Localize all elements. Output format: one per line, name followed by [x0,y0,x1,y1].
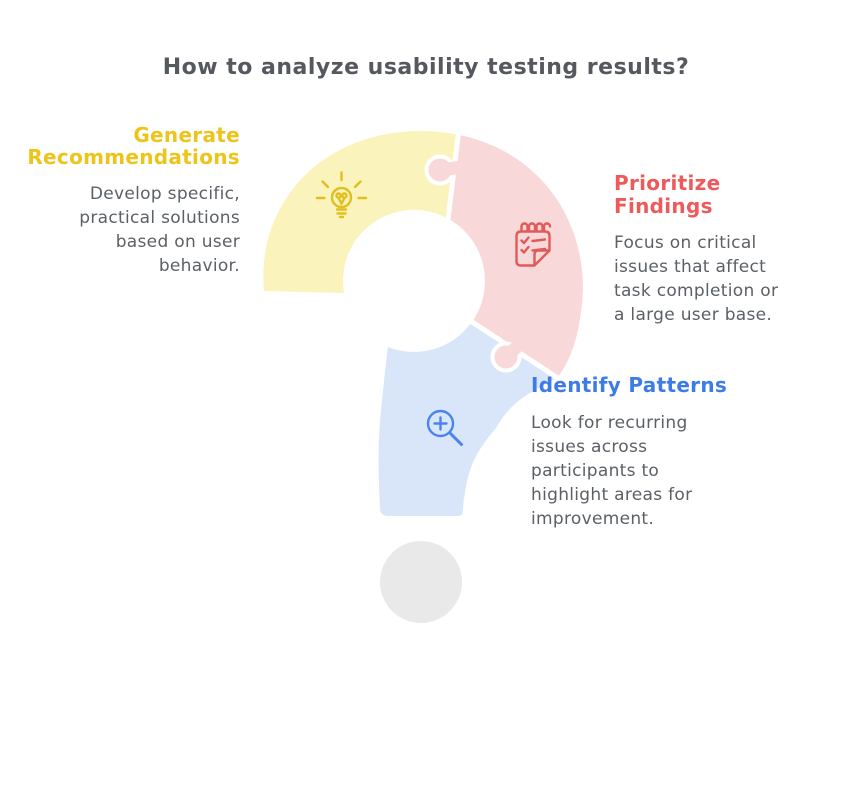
body-line: issues that affect [614,257,767,277]
body-line: Look for recurring [531,413,688,433]
body-line: a large user base. [614,305,773,325]
puzzle-knob-bottom-neck [501,336,528,362]
heading-line: Generate [133,123,240,147]
heading-line: Recommendations [27,145,240,169]
section-generate-recommendations: Generate Recommendations Develop specifi… [0,124,240,278]
puzzle-piece-pink [440,130,583,440]
puzzle-knob-top-neck [439,160,463,177]
body-line: Focus on critical [614,233,757,253]
body-line: participants to [531,461,660,481]
magnifier-zoom-icon [426,409,463,446]
heading-line: Findings [614,194,713,218]
body-line: improvement. [531,509,655,529]
heading-line: Identify Patterns [531,373,728,397]
lightbulb-icon [315,171,368,219]
heading-line: Prioritize [614,171,721,195]
section-prioritize-findings: Prioritize Findings Focus on critical is… [614,172,844,327]
question-mark-dot [380,541,462,623]
checklist-notepad-icon [515,222,552,267]
body-line: practical solutions [79,208,240,228]
section-identify-patterns: Identify Patterns Look for recurring iss… [531,374,761,531]
page-title: How to analyze usability testing results… [162,55,690,80]
puzzle-piece-yellow [263,130,463,420]
body-line: based on user [115,232,240,252]
body-line: highlight areas for [531,485,693,505]
body-line: behavior. [158,256,240,276]
body-line: issues across [531,437,648,457]
body-line: Develop specific, [89,184,240,204]
body-line: task completion or [614,281,779,301]
